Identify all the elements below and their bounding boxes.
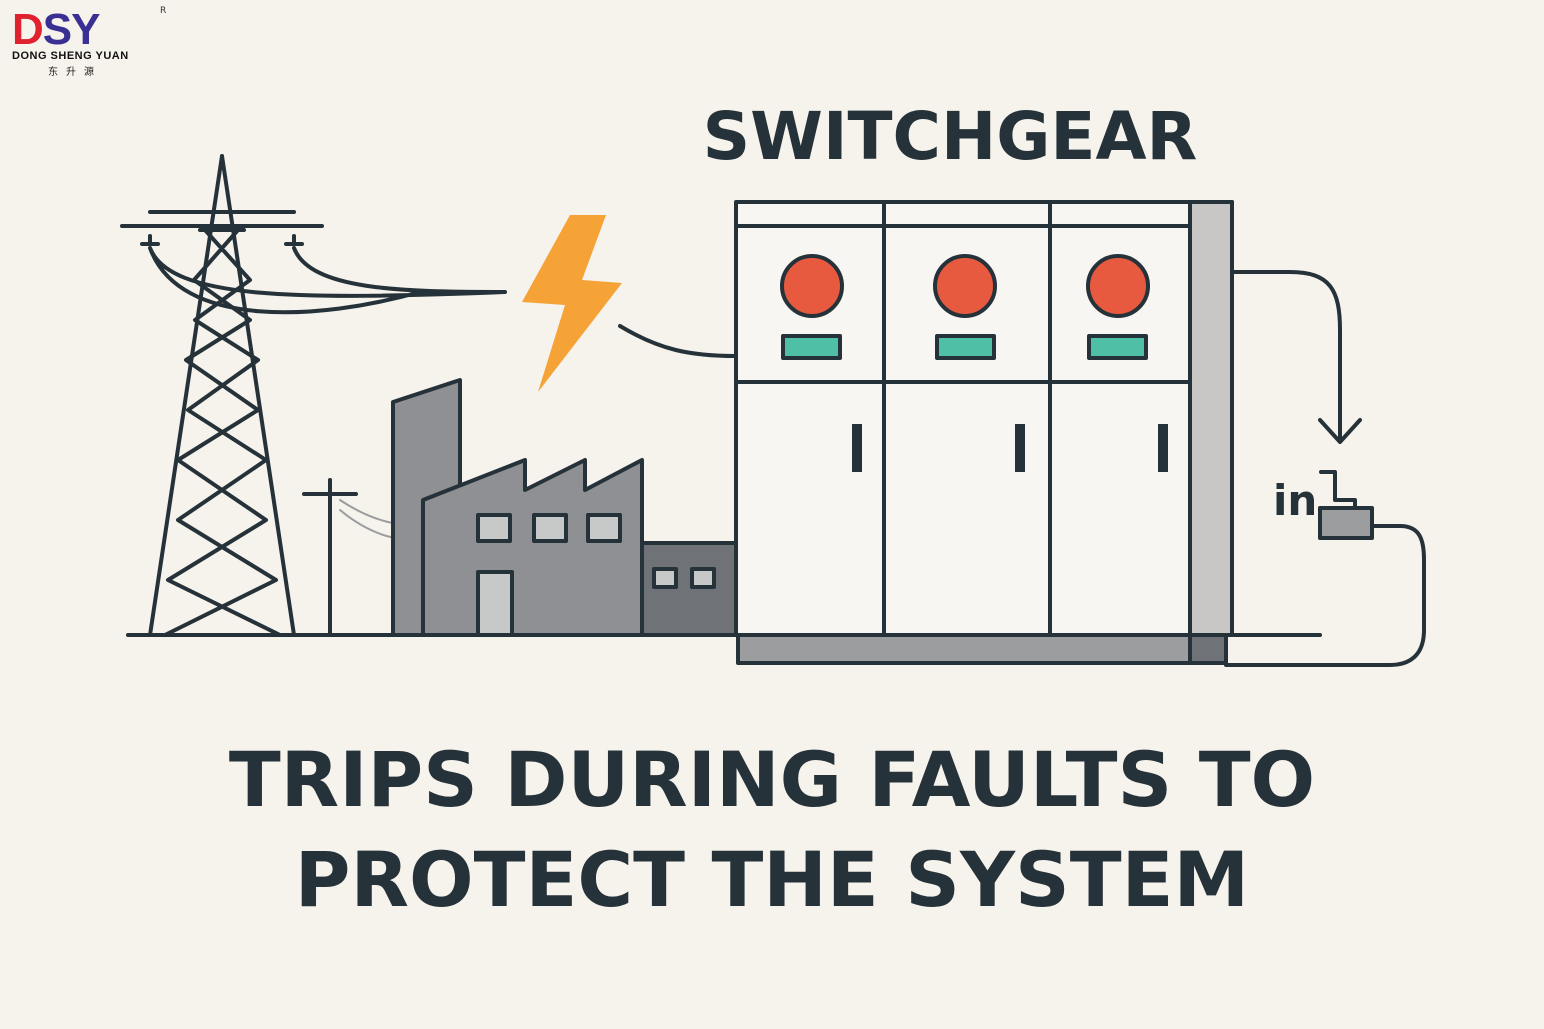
- signal-arrow: [1232, 270, 1362, 444]
- logo-subtitle: DONG SHENG YUAN: [12, 50, 129, 62]
- dsy-logo: DSY R DONG SHENG YUAN 东升源: [10, 5, 170, 78]
- factory: [391, 378, 739, 637]
- logo-chinese: 东升源: [48, 67, 102, 78]
- indicator-lights: [780, 254, 1150, 318]
- display-panels: [781, 334, 1148, 360]
- logo-brand: DSY: [12, 5, 100, 54]
- relay-label: in: [1273, 476, 1317, 525]
- caption-line-2: PROTECT THE SYSTEM: [294, 835, 1250, 924]
- fault-wire: [618, 324, 738, 358]
- registered-mark: R: [160, 6, 167, 16]
- relay-device: [1224, 470, 1426, 667]
- caption: TRIPS DURING FAULTS TO PROTECT THE SYSTE…: [0, 730, 1544, 930]
- heading-switchgear: SWITCHGEAR: [702, 98, 1198, 175]
- transmission-tower: [120, 154, 507, 637]
- lightning-bolt-icon: [522, 215, 622, 392]
- caption-line-1: TRIPS DURING FAULTS TO: [228, 735, 1316, 824]
- switchgear-cabinet: [734, 200, 1234, 665]
- door-handles: [852, 424, 1168, 472]
